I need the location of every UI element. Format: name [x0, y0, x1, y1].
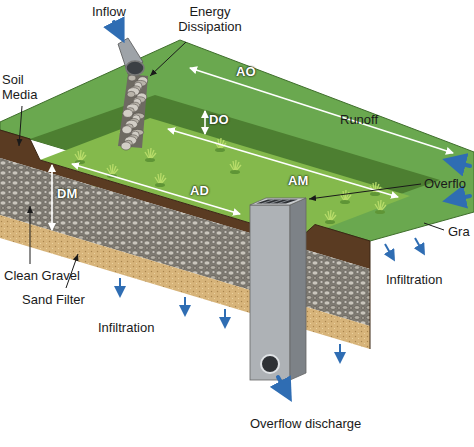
infiltration-arrows-part — [224, 309, 226, 325]
plant-base — [230, 170, 240, 174]
rock-bed — [118, 74, 148, 148]
plant-base — [375, 210, 385, 214]
leader-lines-part — [424, 223, 444, 230]
dimension-lines-part — [51, 165, 53, 230]
plant-base — [215, 148, 225, 152]
dimension-lines — [52, 68, 453, 230]
flow-arrows-part — [450, 161, 470, 166]
inflow-pipe-part — [126, 61, 144, 75]
inflow-label: Inflow — [92, 4, 126, 19]
overflow-structure-part — [278, 200, 290, 204]
infiltration-arrows-part — [119, 278, 121, 294]
overflow-structure-part — [250, 205, 290, 380]
dimension-lines-part — [168, 129, 398, 197]
inflow-pipe-part — [118, 38, 143, 74]
leader-lines-part — [30, 206, 31, 264]
infiltration-arrows — [120, 238, 423, 360]
energy-dissipation-rocks — [118, 74, 148, 150]
plant-base — [325, 220, 335, 224]
rock — [127, 91, 135, 97]
rock — [128, 75, 136, 81]
rock — [122, 126, 132, 134]
flow-arrows — [114, 22, 470, 395]
overflow-structure-part — [261, 355, 279, 373]
dimension-lines-part — [204, 111, 206, 134]
overflow-structure-part — [290, 198, 306, 380]
overflow-structure-part — [250, 198, 306, 205]
dimension-lines-part — [190, 68, 453, 153]
part-label: Gra — [448, 224, 470, 239]
leader-lines-part — [309, 184, 421, 199]
part-label: Energy Dissipation — [168, 4, 252, 34]
infiltration-arrows-part — [385, 244, 393, 258]
infiltration-arrows-part — [339, 344, 341, 360]
infiltration-label: Infiltration — [386, 272, 442, 287]
dimension-label: AM — [288, 173, 308, 188]
infiltration-arrows-part — [184, 297, 186, 313]
section-outline-part — [0, 130, 370, 349]
inflow-pipe — [118, 38, 144, 75]
flow-arrows-part — [450, 196, 470, 200]
plant-base — [155, 183, 165, 187]
dimension-label: AD — [190, 183, 209, 198]
leader-lines-part — [150, 42, 186, 76]
dimension-label: AO — [236, 64, 256, 79]
layer-label: Sand Filter — [22, 292, 85, 307]
flow-arrows-part — [278, 377, 288, 395]
dimension-label: DO — [209, 112, 229, 127]
dimension-lines-part — [72, 164, 240, 214]
outlet-label: Overflow discharge — [250, 416, 361, 431]
rock — [121, 142, 131, 150]
plant-base — [370, 192, 380, 196]
leader-lines — [19, 42, 444, 288]
infiltration-arrows-part — [415, 238, 423, 252]
overflow-structure — [250, 198, 306, 380]
flow-arrows-part — [114, 22, 121, 36]
infiltration-label: Infiltration — [98, 320, 154, 335]
overflow-structure-part — [256, 200, 298, 204]
part-label: Overflo — [424, 176, 466, 191]
sand-layer-part — [0, 215, 370, 349]
plant-base — [145, 158, 155, 162]
section-outline — [0, 130, 370, 349]
rock — [123, 109, 133, 117]
sand-layer — [0, 215, 370, 349]
layer-label: Clean Gravel — [4, 268, 80, 283]
layer-label: Soil Media — [2, 72, 48, 102]
plant-base — [340, 200, 350, 204]
leader-lines-part — [19, 106, 22, 146]
plant-base — [75, 160, 85, 164]
runoff-label: Runoff — [340, 112, 378, 127]
dimension-label: DM — [57, 186, 77, 201]
